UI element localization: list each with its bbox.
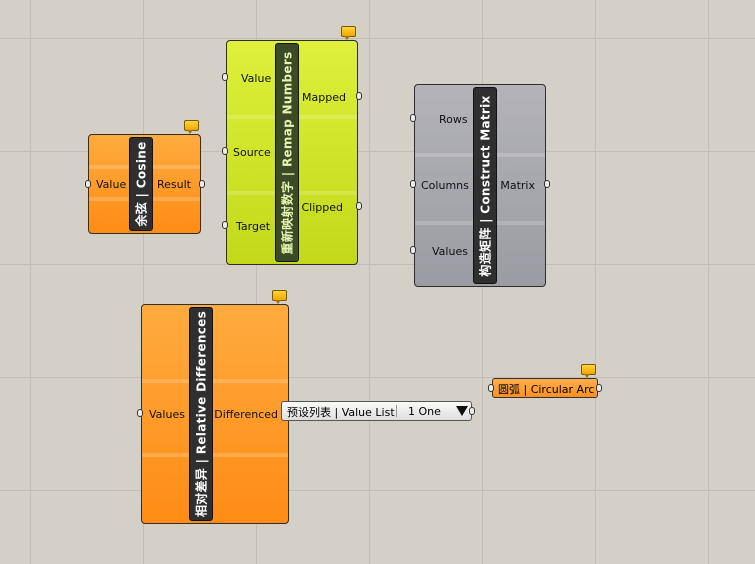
remap-input-value-grip[interactable] [222,73,228,81]
cosine-title: 余弦 | Cosine [134,141,149,227]
remap-output-mapped[interactable]: Mapped [302,91,346,104]
cosine-input-value[interactable]: Value [96,178,127,191]
matrix-nameplate: 构造矩阵 | Construct Matrix [473,87,497,284]
cosine-output-result[interactable]: Result [157,178,191,191]
remap-input-source-grip[interactable] [222,147,228,155]
value-list-label: 预设列表 | Value List [287,406,395,419]
dropdown-arrow-icon[interactable] [456,406,468,416]
matrix-input-columns[interactable]: Columns [421,179,469,192]
cosine-component[interactable]: Value Result 余弦 | Cosine [88,134,201,234]
remap-input-value[interactable]: Value [241,72,272,85]
reldiff-title: 相对差异 | Relative Differences [194,310,209,518]
construct-matrix-component[interactable]: Rows Columns Values Matrix 构造矩阵 | Constr… [414,84,546,287]
matrix-input-columns-grip[interactable] [410,180,416,188]
circular-arc-component[interactable]: 圆弧 | Circular Arc [492,378,598,398]
value-list-selected[interactable]: 1 One [408,405,441,418]
cosine-input-grip[interactable] [85,180,91,188]
remap-output-clipped[interactable]: Clipped [301,201,343,214]
remap-numbers-component[interactable]: Value Source Target Mapped Clipped 重新映射数… [226,40,358,265]
cosine-output-grip[interactable] [199,180,205,188]
remap-output-clipped-grip[interactable] [356,202,362,210]
cosine-message-icon [184,120,199,134]
remap-input-source[interactable]: Source [233,146,271,159]
matrix-input-rows-grip[interactable] [410,114,416,122]
remap-input-target-grip[interactable] [222,221,228,229]
matrix-output-matrix-grip[interactable] [544,180,550,188]
remap-nameplate: 重新映射数字 | Remap Numbers [275,43,299,262]
matrix-title: 构造矩阵 | Construct Matrix [478,94,493,277]
relative-differences-component[interactable]: Values Differenced 相对差异 | Relative Diffe… [141,304,289,524]
arc-message-icon [581,364,596,378]
reldiff-nameplate: 相对差异 | Relative Differences [189,307,213,521]
matrix-input-rows[interactable]: Rows [439,113,468,126]
value-list-output-grip[interactable] [469,407,475,415]
arc-input-grip[interactable] [488,384,494,392]
matrix-input-values[interactable]: Values [432,245,468,258]
remap-message-icon [341,26,356,40]
reldiff-message-icon [272,290,287,304]
remap-input-target[interactable]: Target [236,220,271,233]
reldiff-output-differenced[interactable]: Differenced [214,408,278,421]
remap-title: 重新映射数字 | Remap Numbers [280,51,295,254]
cosine-nameplate: 余弦 | Cosine [129,137,153,231]
circular-arc-label: 圆弧 | Circular Arc [498,383,595,396]
matrix-input-values-grip[interactable] [410,246,416,254]
reldiff-input-values[interactable]: Values [149,408,185,421]
remap-output-mapped-grip[interactable] [356,92,362,100]
value-list-divider [396,405,397,417]
reldiff-input-grip[interactable] [137,409,143,417]
matrix-output-matrix[interactable]: Matrix [500,179,535,192]
arc-output-grip[interactable] [596,384,602,392]
value-list-component[interactable]: 预设列表 | Value List 1 One [281,401,472,421]
